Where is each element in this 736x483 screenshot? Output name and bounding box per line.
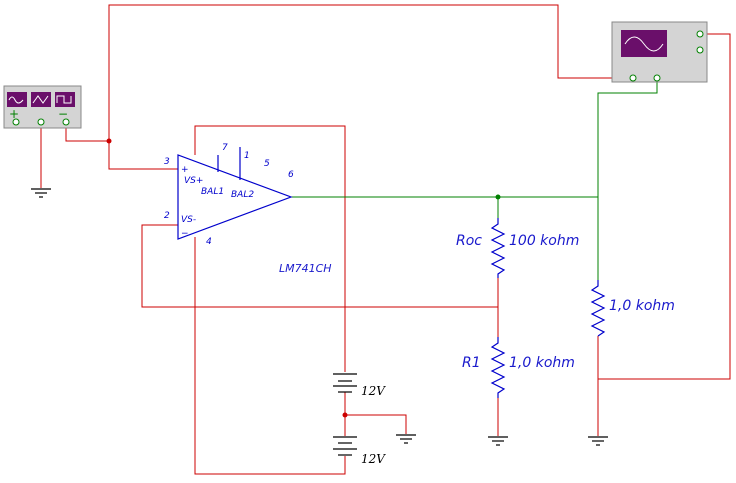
wire-scope-b [597, 78, 658, 280]
generator-common-terminal[interactable] [37, 118, 45, 126]
battery-bottom-value-label: 12V [361, 452, 386, 466]
junction-dot [495, 194, 501, 200]
generator-minus-terminal[interactable] [62, 118, 70, 126]
pin-6-label: 6 [288, 170, 294, 180]
r1-value-label: 1,0 kohm [509, 355, 575, 371]
pin-4-label: 4 [206, 237, 212, 247]
pin-2-label: 2 [164, 211, 170, 221]
rload-value-label: 1,0 kohm [609, 298, 675, 314]
roc-name-label: Roc [456, 233, 482, 249]
opamp-bal1-label: BAL1 [201, 187, 224, 197]
oscilloscope-channel-b-terminal[interactable] [653, 74, 661, 82]
battery-bottom[interactable]: 12V [333, 436, 386, 466]
generator-plus-label: + [9, 107, 19, 121]
opamp-vs-minus-label: VS- [181, 215, 196, 225]
pin-7-label: 7 [222, 143, 228, 153]
red-wires [40, 4, 731, 475]
opamp-triangle [177, 154, 293, 240]
wire-gen-minus [65, 122, 178, 170]
opamp-bal2-label: BAL2 [231, 190, 254, 200]
oscilloscope-ground-terminal[interactable] [696, 46, 704, 54]
ground-icon [588, 436, 608, 446]
ground-icon [396, 434, 416, 444]
resistor-r1[interactable]: R1 1,0 kohm [462, 337, 575, 398]
junction-dot [342, 412, 348, 418]
wire-gen-to-scope [108, 4, 633, 141]
ground-icon [31, 188, 51, 198]
battery-top[interactable]: 12V [333, 373, 386, 398]
wire-feedback [141, 224, 498, 308]
ground-icon [488, 436, 508, 446]
resistor-load[interactable]: 1,0 kohm [590, 280, 675, 337]
generator-minus-label: − [58, 107, 68, 121]
opamp-plus-sign: + [181, 165, 189, 175]
square-wave-icon[interactable] [55, 92, 75, 107]
sine-wave-icon[interactable] [7, 92, 27, 107]
resistor-roc[interactable]: Roc 100 kohm [456, 218, 579, 278]
wire-vsplus [194, 125, 346, 372]
wire-vsminus [194, 237, 346, 475]
battery-top-value-label: 12V [361, 384, 386, 398]
oscilloscope-trigger-terminal[interactable] [696, 30, 704, 38]
wire-batt-gnd [345, 414, 407, 434]
generator-plus-terminal[interactable] [12, 118, 20, 126]
function-generator[interactable]: + − [3, 85, 82, 129]
pin-3-label: 3 [164, 157, 170, 167]
oscilloscope-channel-a-terminal[interactable] [629, 74, 637, 82]
opamp-model-label: LM741CH [279, 262, 332, 275]
opamp-minus-sign: − [181, 229, 189, 239]
wire-load-scope [598, 33, 731, 380]
green-wires [291, 78, 658, 280]
r1-name-label: R1 [462, 355, 481, 371]
opamp[interactable]: 3 2 4 6 7 1 5 + − VS+ VS- BAL1 BAL2 LM74… [164, 143, 332, 275]
pin-1-label: 1 [244, 151, 250, 161]
pin-5-label: 5 [264, 159, 270, 169]
junction-dot [106, 138, 112, 144]
oscilloscope[interactable] [611, 21, 708, 83]
opamp-vs-plus-label: VS+ [184, 176, 203, 186]
roc-value-label: 100 kohm [509, 233, 579, 249]
